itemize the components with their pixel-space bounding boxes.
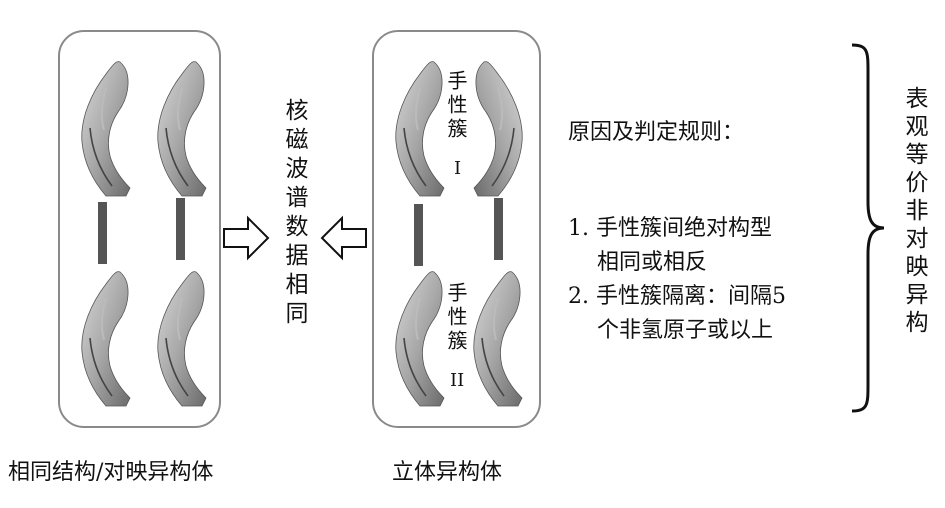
connector-bar — [98, 202, 107, 264]
rule-1-line-1: 1. 手性簇间绝对构型 — [568, 216, 772, 241]
hand-icon — [152, 268, 210, 408]
cluster-top-label: 手性簇 — [444, 70, 468, 142]
hand-icon — [390, 58, 448, 198]
hand-icon — [76, 268, 134, 408]
stereoisomer-panel: 手性簇 I 手性簇 II — [372, 30, 541, 428]
hand-icon — [76, 58, 134, 198]
rule-2-line-2: 个非氢原子或以上 — [597, 318, 774, 343]
cluster-bottom-numeral: II — [450, 370, 465, 391]
nmr-same-label: 核磁波谱数据相同 — [281, 98, 307, 330]
hand-icon — [152, 58, 210, 198]
connector-bar — [494, 198, 503, 260]
hand-icon — [390, 268, 448, 408]
caption-identical-enantiomer: 相同结构/对映异构体 — [8, 460, 214, 485]
rule-1-line-2: 相同或相反 — [597, 250, 708, 275]
curly-brace-icon — [851, 43, 885, 413]
rules-title: 原因及判定规则： — [568, 120, 745, 145]
cluster-top-numeral: I — [454, 158, 462, 179]
hollow-arrow-left-icon — [320, 215, 367, 261]
connector-bar — [176, 198, 185, 260]
identical-enantiomer-panel — [58, 30, 221, 428]
connector-bar — [414, 204, 423, 266]
hand-icon — [468, 268, 526, 408]
hand-mirror-icon — [470, 58, 528, 198]
caption-stereoisomer: 立体异构体 — [392, 460, 503, 485]
rule-2-line-1: 2. 手性簇隔离：间隔5 — [568, 284, 786, 309]
apparent-equivalent-diastereomer-label: 表观等价非对映异构 — [901, 86, 927, 338]
cluster-bottom-label: 手性簇 — [444, 282, 468, 354]
hollow-arrow-right-icon — [223, 215, 270, 261]
